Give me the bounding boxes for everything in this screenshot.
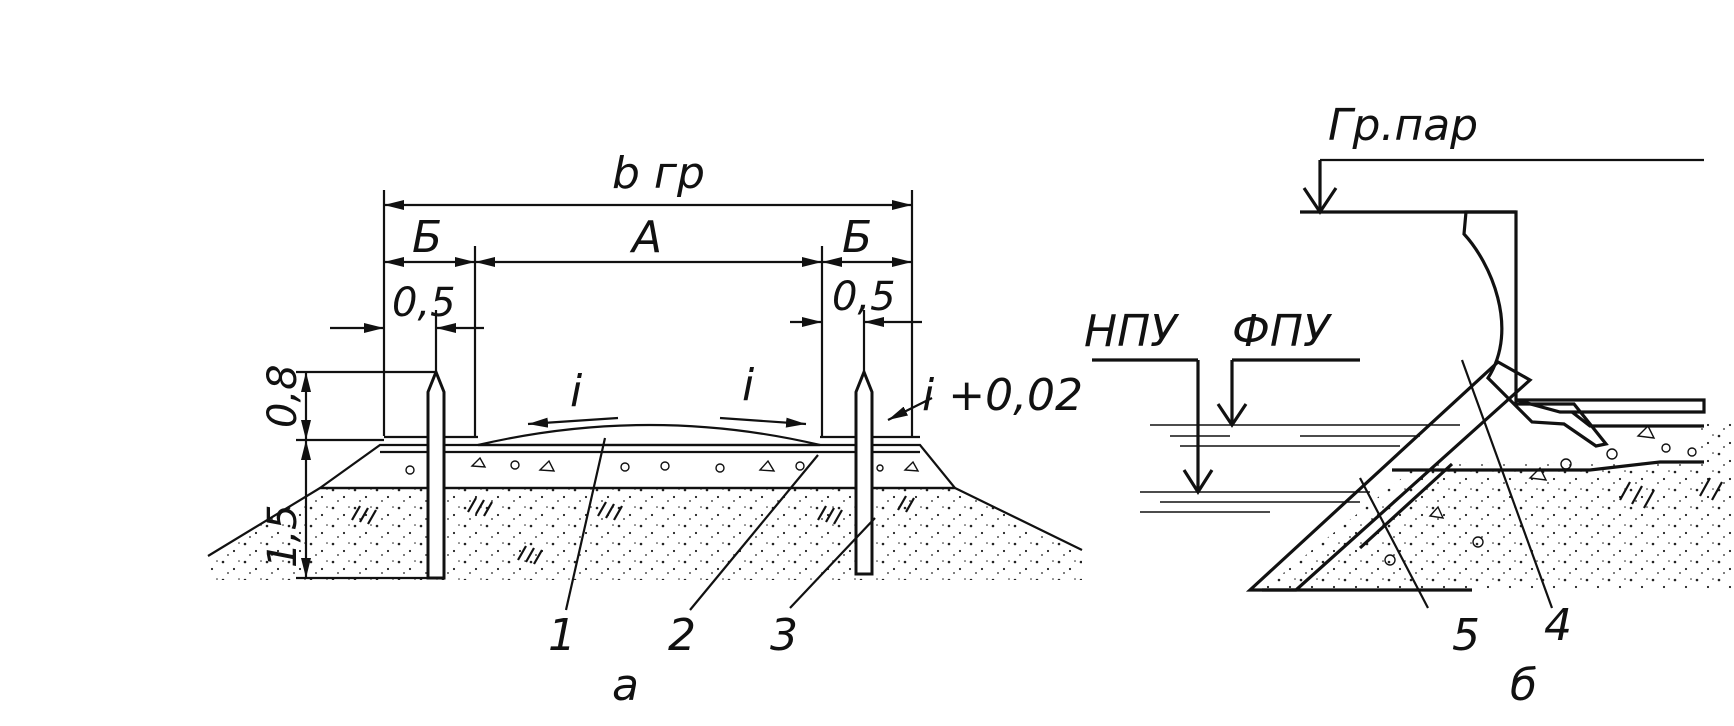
water-surface-lines [1140,424,1460,513]
figure-a-road-cross-section: b гр Б А Б 0,5 0,5 0,8 1,5 i i i +0,02 [207,148,1083,711]
crest-pavement [1515,398,1706,414]
dam-crest-fill [1262,420,1734,590]
wave-wall [1462,210,1609,448]
left-guide-post [426,367,446,580]
right-guide-post [854,367,874,576]
label-slope-shoulder: i +0,02 [922,370,1083,421]
callout-2: 2 [668,610,696,661]
label-post-height: 0,8 [260,364,306,428]
base-stones [405,456,920,475]
slope-arrow-shoulder [887,397,933,421]
embankment-body [208,488,1082,580]
level-parapet-label: Гр.пар [1328,100,1478,151]
callout-5: 5 [1452,610,1480,661]
callout-1: 1 [548,610,576,661]
base-layer [316,443,958,490]
label-carriageway: А [629,212,662,263]
slope-arrow-right [719,416,807,428]
label-total-width: b гр [612,148,705,199]
pavement-layer [477,423,821,447]
label-embed-depth: 1,5 [260,504,306,568]
label-left-shoulder: Б [412,212,442,263]
caption-a: а [612,660,639,711]
level-npu-label: НПУ [1084,306,1180,357]
caption-b: б [1510,660,1537,711]
level-fpu-label: ФПУ [1232,306,1333,357]
figure-b-dam-crest-section: Гр.пар [1084,100,1734,711]
label-right-shoulder: Б [842,212,872,263]
label-slope-left: i [570,366,583,417]
label-left-offset: 0,5 [392,280,456,326]
soil-hatch-marks [351,495,915,565]
label-right-offset: 0,5 [832,274,896,320]
slope-arrow-left [527,416,619,428]
crest-stones [1384,424,1697,566]
callout-4: 4 [1544,600,1572,651]
label-slope-right: i [742,360,755,411]
callout-3: 3 [770,610,798,661]
